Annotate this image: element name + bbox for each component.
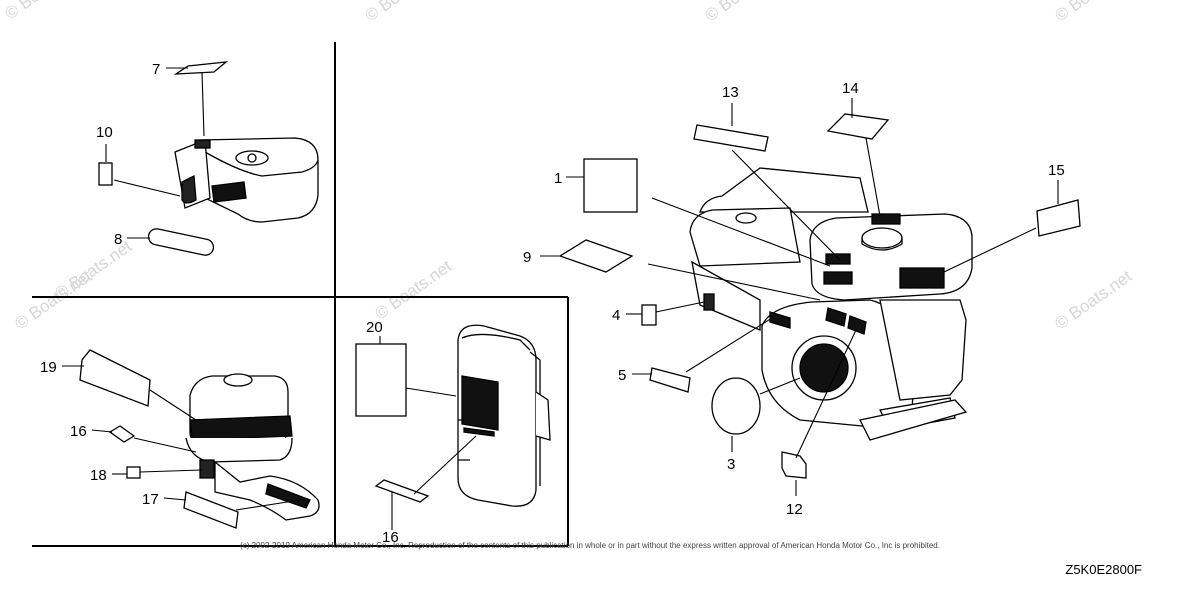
watermark-1: © Boats.net	[1, 0, 85, 23]
diagram-code: Z5K0E2800F	[1065, 562, 1142, 577]
air-cleaner-bottom-left	[185, 373, 320, 521]
decal-17	[183, 491, 239, 529]
callout-4: 4	[612, 307, 620, 324]
decal-15	[1036, 199, 1081, 237]
decal-18	[126, 466, 141, 479]
callout-8: 8	[114, 231, 122, 248]
air-cleaner-top-left	[174, 137, 319, 223]
callout-14: 14	[842, 80, 859, 97]
muffler	[457, 324, 551, 507]
leader-lines	[62, 67, 1059, 530]
callout-10: 10	[96, 124, 113, 141]
callout-12: 12	[786, 501, 803, 518]
decal-16b	[374, 479, 430, 503]
watermark-3: © Boats.net	[701, 0, 785, 25]
decal-14	[826, 113, 890, 140]
decal-19	[79, 349, 151, 407]
decal-16a	[108, 425, 136, 443]
watermark-7: © Boats.net	[1051, 266, 1135, 333]
decal-8	[147, 228, 215, 256]
callout-17: 17	[142, 491, 159, 508]
callout-18: 18	[90, 467, 107, 484]
callout-5: 5	[618, 367, 626, 384]
callout-16-middle: 16	[382, 529, 399, 546]
callout-13: 13	[722, 84, 739, 101]
panel-dividers	[32, 42, 569, 547]
callout-7: 7	[152, 61, 160, 78]
decals	[79, 61, 1081, 529]
watermark-4: © Boats.net	[1051, 0, 1135, 25]
decal-1	[583, 158, 638, 213]
decal-7	[173, 61, 229, 75]
callout-1: 1	[554, 170, 562, 187]
callout-15: 15	[1048, 162, 1065, 179]
decal-13	[693, 124, 769, 152]
decal-20	[355, 343, 407, 417]
callout-19: 19	[40, 359, 57, 376]
copyright-notice: (c) 2002-2019 American Honda Motor Co., …	[240, 541, 940, 550]
watermark-2: © Boats.net	[361, 0, 445, 25]
callout-numbers: 7 10 8 19 16 18 17 20 16 1 9 4 5 13 14 1…	[40, 61, 1065, 546]
decal-12	[781, 451, 807, 479]
watermark-6: © Boats.net	[371, 256, 455, 323]
decal-4	[641, 304, 657, 326]
decal-3	[711, 377, 761, 435]
decal-5	[649, 367, 691, 393]
callout-16-left: 16	[70, 423, 87, 440]
decal-10	[98, 162, 113, 186]
callout-9: 9	[523, 249, 531, 266]
decal-9	[558, 239, 634, 273]
watermark-8: © Boats.net	[51, 236, 135, 303]
callout-20: 20	[366, 319, 383, 336]
callout-3: 3	[727, 456, 735, 473]
